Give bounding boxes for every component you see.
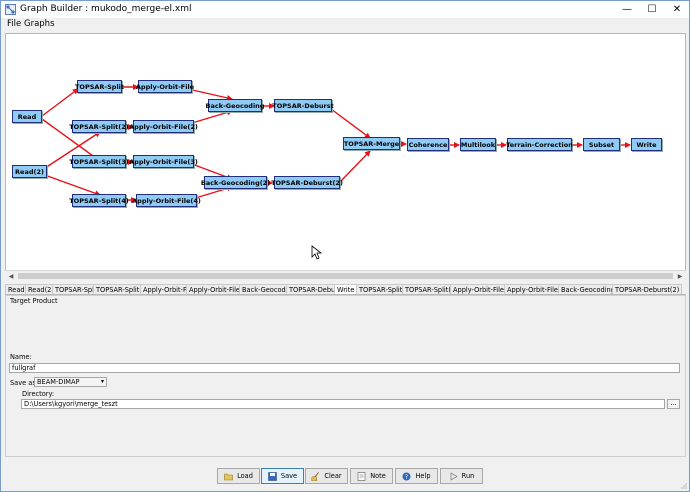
svg-text:?: ?: [405, 474, 408, 481]
resize-grip-icon[interactable]: [679, 481, 687, 489]
node-topsar-split-2[interactable]: TOPSAR-Split(2): [69, 120, 129, 133]
name-field[interactable]: fullgraf: [9, 363, 680, 373]
node-terrain-correction[interactable]: Terrain-Correction: [506, 138, 573, 151]
menu-file[interactable]: File: [7, 19, 22, 29]
load-label: Load: [237, 472, 253, 480]
node-topsar-split-3[interactable]: TOPSAR-Split(3): [69, 155, 129, 168]
node-back-geocoding[interactable]: Back-Geocoding: [206, 99, 264, 112]
node-back-geocoding-2[interactable]: Back-Geocoding(2): [201, 176, 270, 189]
broom-icon: [311, 471, 320, 481]
edge-read-split1: [41, 88, 79, 117]
edge-deburst2-merge: [339, 150, 371, 183]
tab-write[interactable]: Write: [334, 284, 358, 294]
edge-orbit1-geo1: [187, 88, 233, 101]
node-apply-orbit-file[interactable]: Apply-Orbit-File: [136, 80, 194, 93]
clear-label: Clear: [324, 472, 342, 480]
edge-deburst1-merge: [330, 108, 371, 139]
mouse-cursor-icon: [311, 245, 323, 260]
menu-graphs[interactable]: Graphs: [24, 19, 55, 29]
chevron-down-icon: ▾: [100, 378, 104, 385]
note-button[interactable]: Note: [350, 468, 393, 484]
minimize-button[interactable]: —: [622, 4, 632, 15]
window-title: Graph Builder : mukodo_merge-el.xml: [20, 4, 192, 14]
action-button-bar: Load Save Clear Note: [1, 459, 689, 492]
title-bar: Graph Builder : mukodo_merge-el.xml — ☐ …: [1, 1, 689, 18]
scroll-right-icon[interactable]: ▶: [677, 272, 683, 280]
run-label: Run: [461, 472, 475, 480]
tab-topsar-deburst-2[interactable]: TOPSAR-Deburst(2): [612, 284, 683, 294]
load-button[interactable]: Load: [217, 468, 260, 484]
name-label: Name:: [10, 353, 32, 361]
note-label: Note: [370, 472, 386, 480]
edge-read2-split2: [41, 131, 101, 171]
node-subset[interactable]: Subset: [583, 138, 620, 151]
graph-horizontal-scrollbar[interactable]: ◀ ▶: [5, 270, 686, 280]
node-coherence[interactable]: Coherence: [407, 138, 449, 151]
node-apply-orbit-file-4[interactable]: Apply-Orbit-File(4): [132, 194, 201, 207]
directory-label: Directory:: [22, 390, 55, 398]
node-read[interactable]: Read: [12, 110, 42, 123]
operator-tabs: Read Read(2) TOPSAR-Split TOPSAR-Split(2…: [5, 284, 686, 295]
node-write[interactable]: Write: [631, 138, 662, 151]
save-as-format-value: BEAM-DIMAP: [37, 378, 80, 386]
floppy-disk-icon: [268, 471, 277, 481]
node-topsar-deburst-2[interactable]: TOPSAR-Deburst(2): [271, 176, 343, 189]
node-topsar-split[interactable]: TOPSAR-Split: [75, 80, 124, 93]
scroll-left-icon[interactable]: ◀: [8, 272, 14, 280]
graph-edges: [41, 84, 631, 260]
clear-button[interactable]: Clear: [305, 468, 348, 484]
help-button[interactable]: ? Help: [395, 468, 438, 484]
note-icon: [357, 471, 366, 481]
node-topsar-deburst[interactable]: TOPSAR-Deburst: [272, 99, 334, 112]
save-as-format-select[interactable]: BEAM-DIMAP ▾: [34, 377, 107, 387]
save-label: Save: [280, 472, 298, 480]
browse-directory-button[interactable]: ...: [667, 399, 680, 409]
node-topsar-merge[interactable]: TOPSAR-Merge: [343, 137, 400, 150]
edge-orbit2-geo1: [191, 109, 233, 124]
scroll-thumb[interactable]: [18, 273, 673, 279]
edge-read-split3: [41, 118, 101, 162]
folder-open-icon: [224, 473, 233, 480]
target-product-title: Target Product: [10, 297, 58, 305]
node-topsar-split-4[interactable]: TOPSAR-Split(4): [69, 194, 129, 207]
app-icon: [5, 4, 16, 15]
help-icon: ?: [402, 472, 411, 481]
target-product-panel: [5, 295, 686, 457]
close-button[interactable]: ✕: [672, 4, 682, 15]
run-button[interactable]: Run: [440, 468, 483, 484]
help-label: Help: [415, 472, 431, 480]
edge-read2-split4: [41, 173, 101, 197]
menu-bar: File Graphs: [1, 18, 689, 30]
node-read2[interactable]: Read(2): [12, 165, 47, 178]
node-apply-orbit-file-3[interactable]: Apply-Orbit-File(3): [129, 155, 198, 168]
play-icon: [450, 471, 458, 481]
directory-field[interactable]: D:\Users\kgyori\merge_teszt: [21, 399, 665, 409]
maximize-button[interactable]: ☐: [647, 4, 657, 15]
edge-orbit4-geo2: [191, 185, 233, 200]
node-apply-orbit-file-2[interactable]: Apply-Orbit-File(2): [129, 120, 198, 133]
save-button[interactable]: Save: [261, 468, 304, 484]
node-multilook[interactable]: Multilook: [460, 138, 496, 151]
graph-canvas[interactable]: Read Read(2) TOPSAR-Split TOPSAR-Split(2…: [5, 33, 686, 280]
save-as-label: Save as:: [10, 379, 38, 387]
